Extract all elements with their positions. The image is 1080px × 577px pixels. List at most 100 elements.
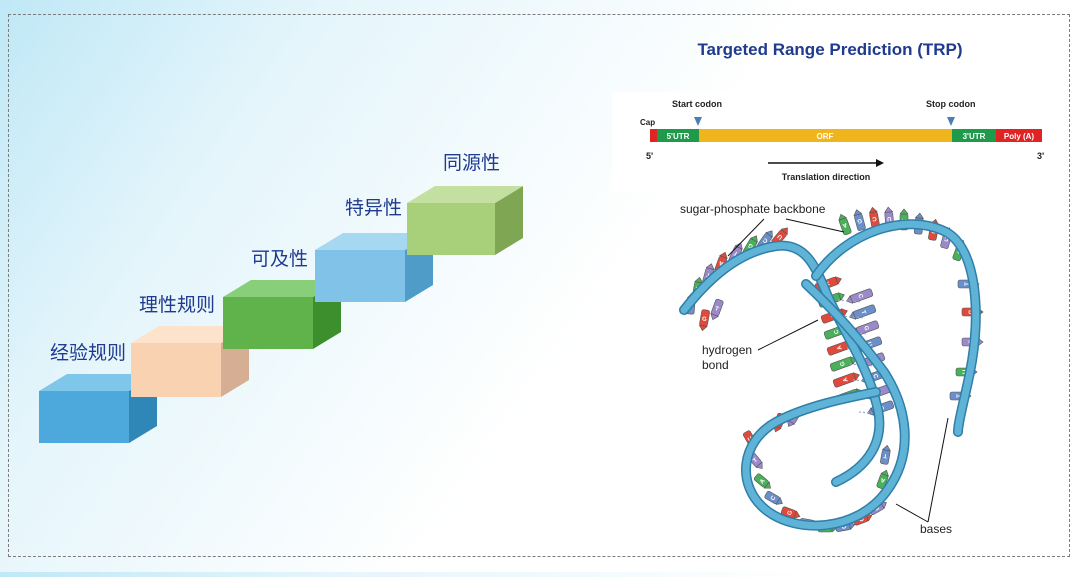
base-letter: G (839, 360, 846, 367)
pointer-layer (727, 218, 949, 523)
base-tip (763, 481, 771, 489)
base-letter: C (871, 215, 877, 222)
base-letter: A (841, 221, 848, 228)
base-letter: C (770, 495, 778, 502)
dashed-frame (8, 14, 1070, 557)
base-tip (780, 227, 788, 235)
mrna-diagram: Start codon Stop codon Cap 5'UTR ORF 3'U… (612, 92, 1048, 192)
hydrogen-bond-pointer (757, 319, 819, 351)
base: C (764, 490, 783, 505)
step-label-experience-rules: 经验规则 (50, 342, 127, 364)
bases-pointer-left (895, 503, 929, 523)
step-label-accessibility: 可及性 (251, 248, 309, 270)
base-tip (710, 313, 719, 321)
base-tip (834, 276, 842, 285)
base-tip (705, 263, 715, 271)
base-tip (787, 419, 796, 427)
five-prime-label: 5' (646, 151, 653, 161)
step-label-homology: 同源性 (443, 152, 501, 174)
step-label-specificity: 特异性 (345, 197, 403, 219)
base: A (838, 213, 852, 236)
polya-segment (996, 129, 1042, 142)
base-tip (899, 208, 909, 215)
base-letter: A (824, 280, 831, 287)
base-tip (884, 206, 894, 213)
three-prime-label: 3' (1037, 151, 1044, 161)
base-tip (765, 230, 773, 238)
base-tip (853, 209, 863, 217)
base-letter: A (759, 478, 767, 486)
base-letter: T (706, 271, 711, 278)
base-letter: A (836, 344, 843, 351)
orf-label: ORF (817, 132, 834, 141)
base-letter: G (856, 217, 862, 224)
base-letter: U (777, 233, 784, 240)
base-tip (698, 324, 708, 332)
base-letter: C (943, 235, 949, 242)
base-tip (734, 242, 743, 250)
base: G (853, 209, 866, 231)
base-letter: T (752, 457, 759, 464)
base-tip (793, 510, 801, 520)
stair-block-top (223, 280, 341, 297)
base-letter: A (842, 376, 849, 383)
base: T (849, 304, 877, 320)
base-tip (838, 213, 847, 221)
stair-block-front (407, 203, 495, 255)
base-letter: C (833, 328, 840, 335)
base: G (829, 356, 857, 372)
base-tip (837, 292, 845, 301)
base-letter: T (965, 282, 971, 286)
base-tip (868, 206, 878, 214)
backbone-strand-2 (812, 220, 980, 436)
staircase: 经验规则 理性规则 可及性 特异性 同源性 (39, 152, 523, 443)
stair-block-top (315, 233, 433, 250)
start-codon-marker (694, 117, 702, 126)
base: A (753, 473, 771, 489)
stair-block-side (495, 186, 523, 255)
base-letter: G (701, 316, 707, 323)
base-letter: C (856, 293, 863, 300)
base-letter: G (862, 325, 869, 332)
translation-direction-label: Translation direction (782, 172, 871, 182)
stop-codon-label: Stop codon (926, 99, 976, 109)
bases-pointer-right (927, 417, 949, 523)
polya-label: Poly (A) (1004, 132, 1035, 141)
base: T (710, 298, 724, 321)
base-tip (880, 469, 890, 477)
step-label-rational-rules: 理性规则 (139, 294, 216, 316)
stair-block-top (39, 374, 157, 391)
base-letter: A (879, 476, 886, 483)
stop-codon-marker (947, 117, 955, 126)
backbone-label: sugar-phosphate backbone (680, 202, 826, 216)
hydrogen-bond-label-line2: bond (702, 358, 729, 372)
stair-block-front (131, 343, 221, 397)
trp-title: Targeted Range Prediction (TRP) (697, 40, 963, 59)
base-tip (775, 496, 783, 505)
base-letter: T (714, 306, 720, 313)
stair-block-top (131, 326, 249, 343)
base: C (846, 288, 874, 304)
base-letter: U (887, 215, 892, 221)
backbone-layer (679, 219, 981, 531)
hydrogen-bond-label-line1: hydrogen (702, 343, 752, 357)
base-tip (719, 251, 728, 259)
base: G (698, 309, 710, 332)
backbone-strand-1 (680, 242, 883, 486)
direction-arrow-head (876, 159, 884, 167)
bases-label: bases (920, 522, 952, 536)
mrna-graphic: Start codon Stop codon Cap 5'UTR ORF 3'U… (640, 99, 1044, 182)
base-letter: C (762, 236, 770, 244)
stair-block-5 (407, 186, 523, 255)
utr3-segment (952, 129, 996, 142)
stair-block-front (315, 250, 405, 302)
stair-block-front (223, 297, 313, 349)
base: T (880, 444, 891, 465)
utr3-label: 3'UTR (963, 132, 986, 141)
base-letter: G (787, 510, 794, 517)
cap-segment (650, 129, 657, 142)
utr5-label: 5'UTR (667, 132, 690, 141)
stair-block-front (39, 391, 129, 443)
